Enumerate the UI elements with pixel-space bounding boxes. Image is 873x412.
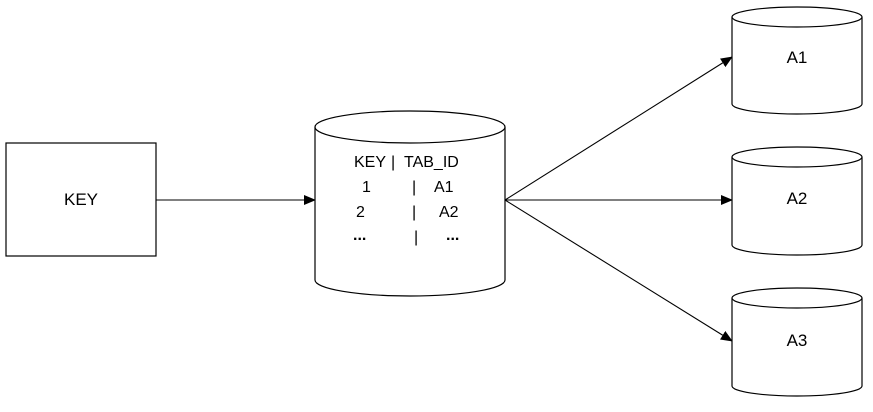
a3-db-label: A3 [787,331,808,350]
a1-db-top [731,6,863,28]
key-node: KEY [5,142,157,257]
edge-lookup-to-a1 [504,56,733,201]
edge-lookup-to-a3 [504,199,733,342]
lookup-row-1-sep: | [412,179,416,196]
lookup-header-sep: | [391,154,395,171]
lookup-row-2-sep: | [412,204,416,221]
lookup-database: KEY | TAB_ID 1 | A1 2 | A2 ... | ... [314,110,506,297]
key-node-label: KEY [64,190,98,209]
a2-db-label: A2 [787,189,808,208]
target-database-a2: A2 [731,146,863,256]
lookup-db-top [314,110,506,144]
lookup-row-3-tab: ... [446,227,459,244]
a3-db-body [731,298,863,397]
lookup-db-body [314,127,506,297]
lookup-row-2-tab: A2 [439,204,459,221]
key-node-box [5,142,157,257]
lookup-row-2-key: 2 [356,204,365,221]
target-database-a1: A1 [731,6,863,115]
lookup-header-key: KEY [354,154,386,171]
a2-db-top [731,146,863,168]
lookup-row-3-sep: | [414,229,418,246]
a2-db-body [731,157,863,256]
lookup-row-1-tab: A1 [434,179,454,196]
lookup-row-1-key: 1 [362,179,371,196]
lookup-row-3-key: ... [353,227,366,244]
a1-db-label: A1 [787,48,808,67]
lookup-header-tab-id: TAB_ID [404,154,459,171]
a1-db-body [731,17,863,115]
target-database-a3: A3 [731,287,863,397]
a3-db-top [731,287,863,309]
